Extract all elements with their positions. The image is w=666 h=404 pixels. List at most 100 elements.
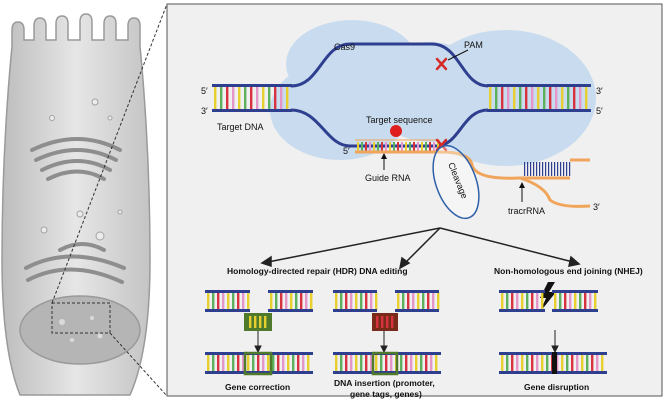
guide-base xyxy=(401,142,403,151)
branch-arrows xyxy=(260,227,581,270)
guide-base xyxy=(397,142,399,151)
pam-cut-mark xyxy=(435,57,448,71)
gene-correction-label: Gene correction xyxy=(225,382,290,392)
endoplasmic-reticulum xyxy=(24,242,126,284)
cell-illustration xyxy=(1,13,151,396)
guide-base xyxy=(421,142,423,151)
tracr-base xyxy=(557,162,559,176)
tracr-base xyxy=(542,162,544,176)
hdr-insertion-left-piece xyxy=(333,290,378,312)
nhej-left-piece xyxy=(499,290,545,312)
bottom-right-5prime: 5′ xyxy=(596,106,603,116)
guide-base xyxy=(429,142,431,151)
target-sequence-label: Target sequence xyxy=(366,115,433,125)
guide-base xyxy=(437,142,439,151)
gene-disruption-label: Gene disruption xyxy=(524,382,589,392)
pam-pointer xyxy=(447,49,469,61)
tracr-base xyxy=(524,162,526,176)
cas9-label: Cas9 xyxy=(334,42,355,52)
nucleus xyxy=(19,295,141,365)
inserted-region xyxy=(371,351,399,376)
tracr-base xyxy=(566,162,568,176)
bottom-left-3prime: 3′ xyxy=(201,106,208,116)
repair-outcomes xyxy=(205,290,607,376)
guide-rna-label: Guide RNA xyxy=(365,173,411,183)
tracr-rna-arrowhead xyxy=(519,182,525,188)
donor-base xyxy=(259,316,262,328)
guide-base xyxy=(405,142,407,151)
zoom-region xyxy=(51,302,111,334)
corrected-region xyxy=(243,351,273,376)
tracr-base xyxy=(569,162,571,176)
guide-base xyxy=(369,142,371,151)
guide-base xyxy=(377,142,379,151)
pam-label: PAM xyxy=(464,40,483,50)
guide-rna xyxy=(355,139,440,154)
donor-base xyxy=(249,316,252,328)
dna-insertion-label-line1: DNA insertion (promoter, xyxy=(334,378,435,388)
insert-base xyxy=(391,316,394,328)
guide-base xyxy=(409,142,411,151)
tracr-3prime: 3′ xyxy=(593,202,600,212)
insert-base xyxy=(386,316,389,328)
disruption-mark xyxy=(552,352,557,374)
tracr-rna-label: tracrRNA xyxy=(508,206,545,216)
guide-base xyxy=(357,142,359,151)
guide-base xyxy=(385,142,387,151)
tracr-base xyxy=(548,162,550,176)
dna-strands xyxy=(212,84,591,112)
result-arrows xyxy=(254,330,559,354)
top-right-3prime: 3′ xyxy=(596,86,603,96)
tracr-rna xyxy=(439,150,591,208)
cell-body xyxy=(1,13,151,396)
break-bolt-icon xyxy=(540,282,556,312)
cleavage-region xyxy=(432,144,480,220)
tracr-base xyxy=(563,162,565,176)
donor-template-green xyxy=(244,313,272,331)
tracr-base xyxy=(560,162,562,176)
tracr-base xyxy=(533,162,535,176)
nucleolus-spots xyxy=(59,316,103,342)
hdr-title: Homology-directed repair (HDR) DNA editi… xyxy=(227,266,408,276)
cas9-protein xyxy=(270,20,596,166)
tracr-base xyxy=(530,162,532,176)
insert-base xyxy=(381,316,384,328)
target-dna-label: Target DNA xyxy=(217,122,264,132)
target-dna-right-segment xyxy=(487,84,591,112)
hdr-insertion-right-piece xyxy=(395,290,440,312)
hdr-correction-left-piece xyxy=(205,290,250,312)
vesicles xyxy=(40,98,123,241)
guide-base xyxy=(393,142,395,151)
target-sequence-marker xyxy=(390,125,402,137)
nhej-right-piece xyxy=(552,290,598,312)
top-left-5prime: 5′ xyxy=(201,86,208,96)
tracr-base xyxy=(545,162,547,176)
tracr-base xyxy=(539,162,541,176)
tracr-rna-bases xyxy=(524,162,571,176)
hdr-correction-right-piece xyxy=(268,290,313,312)
guide-rna-arrowhead xyxy=(381,153,387,159)
dna-insertion-label-line2: gene tags, genes) xyxy=(350,389,422,399)
nhej-title: Non-homologous end joining (NHEJ) xyxy=(494,266,643,276)
target-dna-left-segment xyxy=(212,84,292,112)
guide-base xyxy=(433,142,435,151)
donor-base xyxy=(254,316,257,328)
zoom-connector xyxy=(51,3,168,397)
guide-5prime: 5′ xyxy=(343,146,350,156)
guide-base xyxy=(381,142,383,151)
tracr-base xyxy=(551,162,553,176)
guide-base xyxy=(417,142,419,151)
donor-template-insert xyxy=(372,313,398,331)
tracr-base xyxy=(536,162,538,176)
tracr-base xyxy=(554,162,556,176)
guide-base xyxy=(425,142,427,151)
guide-base xyxy=(365,142,367,151)
insert-base xyxy=(376,316,379,328)
guide-base xyxy=(373,142,375,151)
guide-base xyxy=(413,142,415,151)
donor-base xyxy=(264,316,267,328)
guide-base xyxy=(389,142,391,151)
tracr-base xyxy=(527,162,529,176)
guide-base xyxy=(361,142,363,151)
